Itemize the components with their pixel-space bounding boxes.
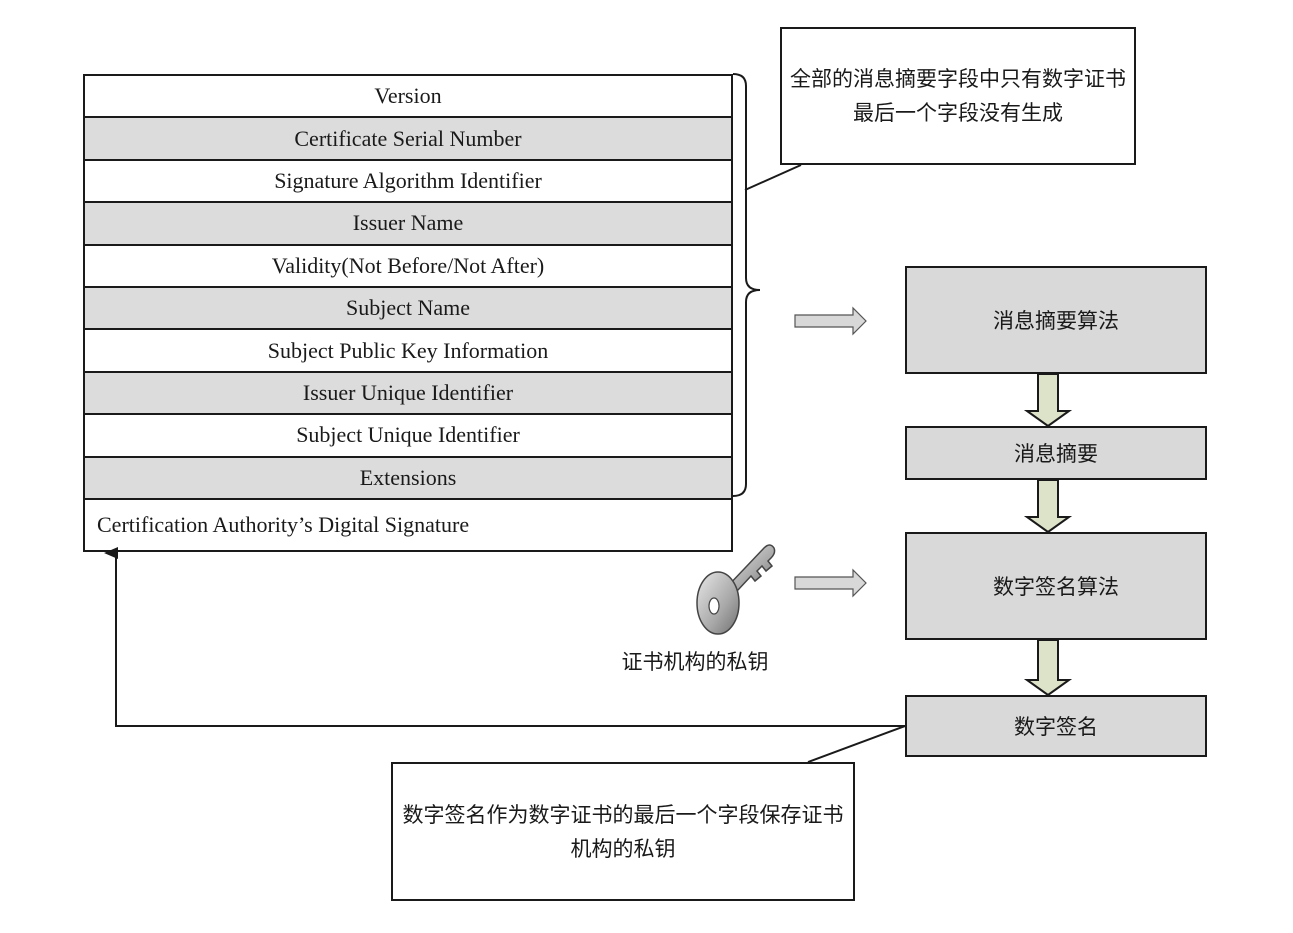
bottom-note: 数字签名作为数字证书的最后一个字段保存证书机构的私钥 bbox=[391, 762, 855, 901]
cert-field-label: Certificate Serial Number bbox=[294, 125, 522, 151]
cert-field-row: Version bbox=[85, 76, 731, 119]
bottom-note-text: 数字签名作为数字证书的最后一个字段保存证书机构的私钥 bbox=[402, 802, 844, 861]
digest-label: 消息摘要 bbox=[1014, 442, 1098, 466]
hash-algorithm-label: 消息摘要算法 bbox=[993, 309, 1119, 333]
top-note-callout bbox=[744, 164, 802, 191]
top-note-text: 全部的消息摘要字段中只有数字证书最后一个字段没有生成 bbox=[790, 67, 1126, 125]
digest-box: 消息摘要 bbox=[905, 426, 1207, 480]
fields-brace bbox=[732, 73, 761, 497]
cert-signature-label: Certification Authority’s Digital Signat… bbox=[97, 511, 470, 537]
sigalg-to-signature-arrow bbox=[1023, 639, 1073, 697]
cert-field-label: Validity(Not Before/Not After) bbox=[271, 252, 545, 278]
hash-algorithm-box: 消息摘要算法 bbox=[905, 266, 1207, 374]
cert-field-label: Issuer Name bbox=[352, 210, 464, 236]
cert-field-row: Issuer Unique Identifier bbox=[85, 372, 731, 416]
signature-algorithm-box: 数字签名算法 bbox=[905, 532, 1207, 640]
cert-field-row: Subject Name bbox=[85, 287, 731, 331]
cert-field-row: Issuer Name bbox=[85, 203, 731, 246]
signature-label: 数字签名 bbox=[1014, 715, 1098, 739]
cert-field-row: Validity(Not Before/Not After) bbox=[85, 245, 731, 288]
key-icon bbox=[696, 544, 776, 635]
cert-field-row: Signature Algorithm Identifier bbox=[85, 160, 731, 204]
cert-signature-row: Certification Authority’s Digital Signat… bbox=[85, 499, 731, 550]
cert-field-label: Subject Public Key Information bbox=[267, 337, 549, 363]
hash-to-digest-arrow bbox=[1023, 373, 1073, 428]
cert-field-row: Extensions bbox=[85, 457, 731, 500]
cert-field-label: Subject Unique Identifier bbox=[296, 422, 520, 448]
signature-box: 数字签名 bbox=[905, 695, 1207, 757]
cert-field-row: Subject Unique Identifier bbox=[85, 415, 731, 458]
cert-field-label: Subject Name bbox=[345, 295, 471, 321]
top-note: 全部的消息摘要字段中只有数字证书最后一个字段没有生成 bbox=[780, 27, 1136, 165]
cert-field-row: Subject Public Key Information bbox=[85, 330, 731, 373]
cert-field-label: Issuer Unique Identifier bbox=[302, 379, 514, 405]
cert-field-label: Extensions bbox=[359, 464, 457, 490]
cert-field-row: Certificate Serial Number bbox=[85, 118, 731, 161]
cert-field-label: Signature Algorithm Identifier bbox=[274, 167, 542, 193]
digest-to-sigalg-arrow bbox=[1023, 479, 1073, 534]
signature-algorithm-label: 数字签名算法 bbox=[993, 575, 1119, 599]
key-to-signature-arrow bbox=[794, 568, 867, 598]
to-hash-arrow bbox=[794, 306, 867, 336]
signature-return-arrow bbox=[104, 547, 905, 727]
cert-field-label: Version bbox=[374, 83, 442, 109]
private-key-label: 证书机构的私钥 bbox=[621, 650, 769, 674]
bottom-note-callout bbox=[807, 725, 906, 763]
